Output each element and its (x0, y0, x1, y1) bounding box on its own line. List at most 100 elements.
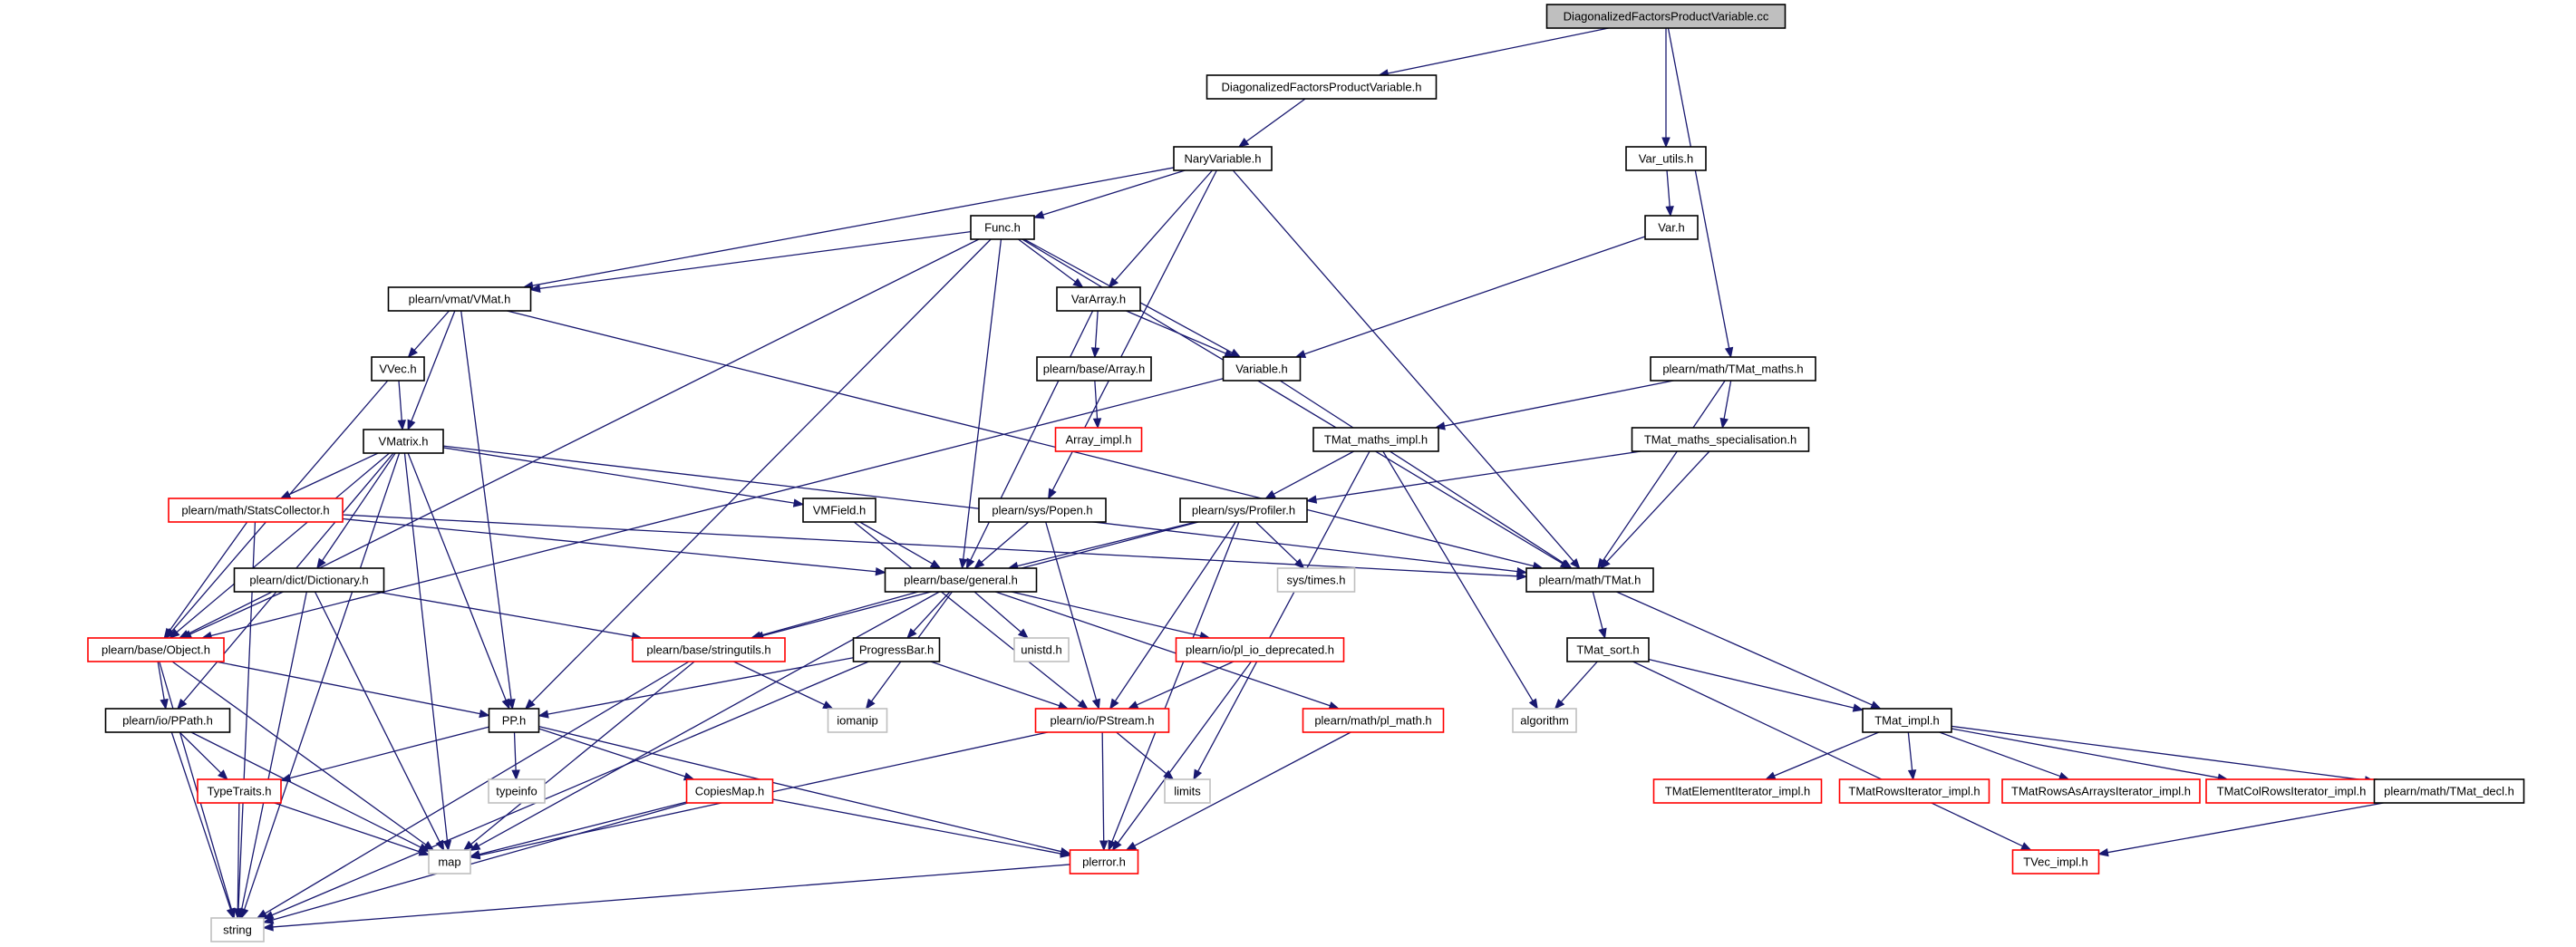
node-box[interactable] (1512, 708, 1577, 733)
node-unistd[interactable]: unistd.h (1013, 637, 1070, 662)
node-box[interactable] (1312, 427, 1439, 452)
node-typetraits[interactable]: TypeTraits.h (197, 778, 282, 804)
node-box[interactable] (1566, 637, 1650, 662)
node-box[interactable] (1276, 567, 1356, 593)
node-box[interactable] (1013, 637, 1070, 662)
node-tmat_decl[interactable]: plearn/math/TMat_decl.h (2373, 778, 2525, 804)
node-plerror[interactable]: plerror.h (1069, 849, 1139, 875)
node-array_impl[interactable]: Array_impl.h (1054, 427, 1143, 452)
node-tmat[interactable]: plearn/math/TMat.h (1525, 567, 1654, 593)
node-string[interactable]: string (210, 917, 265, 942)
node-vmatrix[interactable]: VMatrix.h (363, 429, 444, 454)
node-tmat_colrows_it[interactable]: TMatColRowsIterator_impl.h (2205, 778, 2377, 804)
node-box[interactable] (1652, 778, 1823, 804)
node-limits[interactable]: limits (1164, 778, 1211, 804)
node-box[interactable] (1625, 146, 1707, 171)
node-box[interactable] (371, 356, 425, 382)
node-box[interactable] (197, 778, 282, 804)
node-box[interactable] (233, 567, 385, 593)
node-tmat_rows_it[interactable]: TMatRowsIterator_impl.h (1838, 778, 1990, 804)
node-box[interactable] (802, 498, 876, 523)
node-copiesmap[interactable]: CopiesMap.h (685, 778, 774, 804)
node-box[interactable] (1644, 215, 1699, 240)
node-var_h[interactable]: Var.h (1644, 215, 1699, 240)
node-box[interactable] (1034, 708, 1170, 733)
node-box[interactable] (1069, 849, 1139, 875)
node-func[interactable]: Func.h (970, 215, 1035, 240)
node-box[interactable] (852, 637, 941, 662)
node-box[interactable] (1056, 286, 1141, 312)
node-box[interactable] (970, 215, 1035, 240)
node-box[interactable] (1179, 498, 1308, 523)
node-systimes[interactable]: sys/times.h (1276, 567, 1356, 593)
node-object[interactable]: plearn/base/Object.h (87, 637, 225, 662)
node-box[interactable] (1838, 778, 1990, 804)
node-box[interactable] (168, 498, 344, 523)
node-base_array[interactable]: plearn/base/Array.h (1036, 356, 1152, 382)
node-box[interactable] (1175, 637, 1345, 662)
node-box[interactable] (1525, 567, 1654, 593)
node-iomanip[interactable]: iomanip (827, 708, 888, 733)
node-box[interactable] (363, 429, 444, 454)
node-tvec_impl[interactable]: TVec_impl.h (2011, 849, 2100, 875)
node-popen[interactable]: plearn/sys/Popen.h (978, 498, 1107, 523)
node-variable[interactable]: Variable.h (1222, 356, 1302, 382)
node-tmat_elem_it[interactable]: TMatElementIterator_impl.h (1652, 778, 1823, 804)
node-box[interactable] (210, 917, 265, 942)
node-box[interactable] (87, 637, 225, 662)
node-vmat[interactable]: plearn/vmat/VMat.h (387, 286, 532, 312)
node-algorithm[interactable]: algorithm (1512, 708, 1577, 733)
node-nary[interactable]: NaryVariable.h (1173, 146, 1273, 171)
node-box[interactable] (1545, 4, 1787, 29)
node-box[interactable] (2011, 849, 2100, 875)
node-tmat_maths_impl[interactable]: TMat_maths_impl.h (1312, 427, 1439, 452)
node-pl_math[interactable]: plearn/math/pl_math.h (1302, 708, 1445, 733)
node-map[interactable]: map (428, 849, 471, 875)
node-box[interactable] (1302, 708, 1445, 733)
node-box[interactable] (1206, 74, 1438, 100)
node-box[interactable] (387, 286, 532, 312)
node-tmat_rowsarr_it[interactable]: TMatRowsAsArraysIterator_impl.h (2001, 778, 2201, 804)
node-box[interactable] (1222, 356, 1302, 382)
node-pp[interactable]: PP.h (488, 708, 540, 733)
node-box[interactable] (428, 849, 471, 875)
node-tmat_impl[interactable]: TMat_impl.h (1862, 708, 1952, 733)
node-general[interactable]: plearn/base/general.h (884, 567, 1038, 593)
node-vvec[interactable]: VVec.h (371, 356, 425, 382)
node-box[interactable] (1164, 778, 1211, 804)
node-box[interactable] (2205, 778, 2377, 804)
node-box[interactable] (104, 708, 231, 733)
node-box[interactable] (632, 637, 786, 662)
node-var_utils[interactable]: Var_utils.h (1625, 146, 1707, 171)
node-tmat_maths[interactable]: plearn/math/TMat_maths.h (1650, 356, 1816, 382)
node-statscollector[interactable]: plearn/math/StatsCollector.h (168, 498, 344, 523)
node-typeinfo[interactable]: typeinfo (488, 778, 546, 804)
node-box[interactable] (1054, 427, 1143, 452)
node-pl_io_dep[interactable]: plearn/io/pl_io_deprecated.h (1175, 637, 1345, 662)
node-tmat_sort[interactable]: TMat_sort.h (1566, 637, 1650, 662)
node-dfpv_h[interactable]: DiagonalizedFactorsProductVariable.h (1206, 74, 1438, 100)
node-box[interactable] (884, 567, 1038, 593)
node-dictionary[interactable]: plearn/dict/Dictionary.h (233, 567, 385, 593)
node-box[interactable] (1631, 427, 1810, 452)
node-box[interactable] (685, 778, 774, 804)
node-box[interactable] (2001, 778, 2201, 804)
node-box[interactable] (1650, 356, 1816, 382)
node-profiler[interactable]: plearn/sys/Profiler.h (1179, 498, 1308, 523)
node-pstream[interactable]: plearn/io/PStream.h (1034, 708, 1170, 733)
node-box[interactable] (978, 498, 1107, 523)
node-vararray[interactable]: VarArray.h (1056, 286, 1141, 312)
node-root[interactable]: DiagonalizedFactorsProductVariable.cc (1545, 4, 1787, 29)
node-box[interactable] (827, 708, 888, 733)
node-box[interactable] (488, 778, 546, 804)
node-ppath[interactable]: plearn/io/PPath.h (104, 708, 231, 733)
node-stringutils[interactable]: plearn/base/stringutils.h (632, 637, 786, 662)
node-progressbar[interactable]: ProgressBar.h (852, 637, 941, 662)
node-vmfield[interactable]: VMField.h (802, 498, 876, 523)
node-box[interactable] (488, 708, 540, 733)
node-box[interactable] (1862, 708, 1952, 733)
node-tmat_maths_spec[interactable]: TMat_maths_specialisation.h (1631, 427, 1810, 452)
node-box[interactable] (2373, 778, 2525, 804)
node-box[interactable] (1036, 356, 1152, 382)
node-box[interactable] (1173, 146, 1273, 171)
